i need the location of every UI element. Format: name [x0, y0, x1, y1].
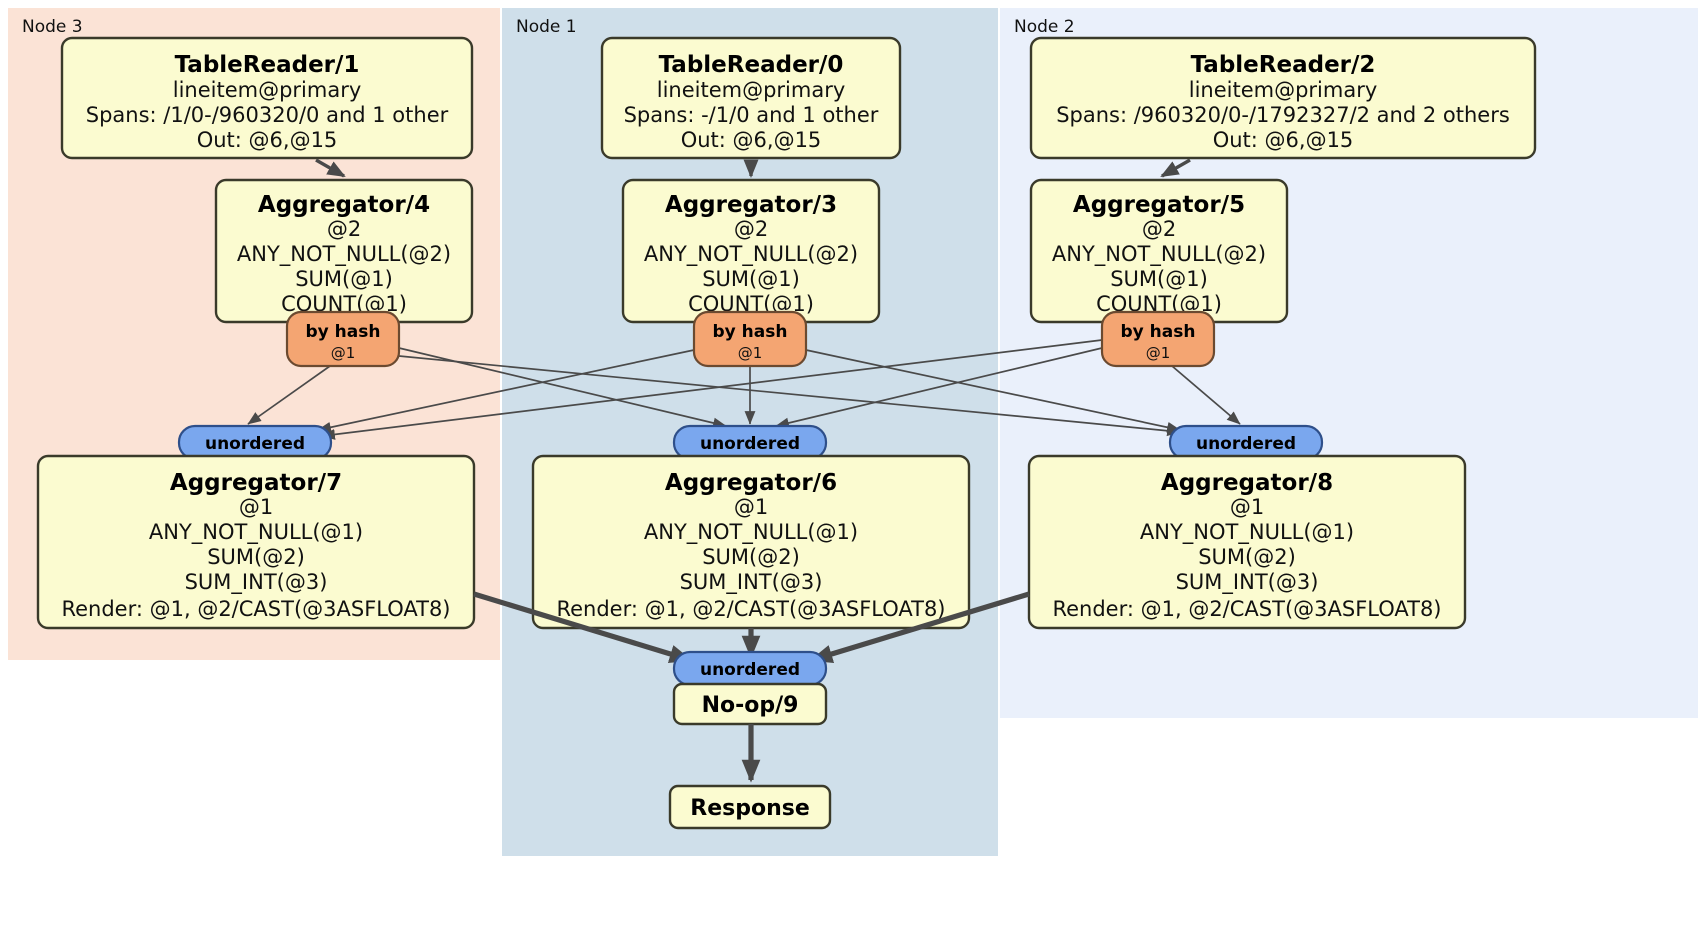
- edge-byhash5-unordered8: [1171, 365, 1241, 425]
- unordered9-label: unordered: [700, 660, 800, 680]
- unordered6-label: unordered: [700, 434, 800, 454]
- node-tablereader0[interactable]: TableReader/0 lineitem@primary Spans: -/…: [600, 36, 902, 160]
- aggregator4-line-2: SUM(@1): [295, 267, 393, 291]
- node-unordered-aggregator8[interactable]: unordered: [1168, 424, 1324, 461]
- node-response[interactable]: Response: [668, 784, 832, 830]
- panel-label-node2: Node 2: [1014, 17, 1075, 37]
- node-tablereader2[interactable]: TableReader/2 lineitem@primary Spans: /9…: [1029, 36, 1537, 160]
- node-aggregator3[interactable]: Aggregator/3 @2 ANY_NOT_NULL(@2) SUM(@1)…: [621, 178, 881, 324]
- aggregator6-line-0: @1: [734, 495, 768, 519]
- node-unordered-noop9[interactable]: unordered: [672, 650, 828, 687]
- edge-byhash4-unordered7: [247, 365, 331, 425]
- node-noop9[interactable]: No-op/9: [672, 682, 828, 726]
- aggregator8-line-0: @1: [1230, 495, 1264, 519]
- aggregator8-line-4: Render: @1, @2/CAST(@3ASFLOAT8): [1052, 597, 1441, 621]
- aggregator5-line-0: @2: [1142, 217, 1176, 241]
- edge-byhash5-unordered6: [775, 347, 1103, 429]
- aggregator3-title: Aggregator/3: [665, 192, 837, 218]
- node-byhash-aggregator5[interactable]: by hash @1: [1100, 310, 1216, 368]
- edge-aggregator7-unordered9: [473, 591, 693, 664]
- aggregator3-line-2: SUM(@1): [702, 267, 800, 291]
- byhash3-sub: @1: [738, 344, 763, 362]
- tablereader2-title: TableReader/2: [1191, 52, 1376, 78]
- node-aggregator7[interactable]: Aggregator/7 @1 ANY_NOT_NULL(@1) SUM(@2)…: [36, 454, 476, 630]
- aggregator5-line-1: ANY_NOT_NULL(@2): [1052, 242, 1266, 267]
- aggregator8-title: Aggregator/8: [1161, 470, 1333, 496]
- aggregator7-line-3: SUM_INT(@3): [185, 570, 328, 595]
- edge-tablereader1-aggregator4: [315, 158, 346, 178]
- node-aggregator5[interactable]: Aggregator/5 @2 ANY_NOT_NULL(@2) SUM(@1)…: [1029, 178, 1289, 324]
- edge-byhash4-unordered8: [398, 355, 1181, 437]
- aggregator5-title: Aggregator/5: [1073, 192, 1245, 218]
- node-unordered-aggregator7[interactable]: unordered: [177, 424, 333, 461]
- tablereader2-line-0: lineitem@primary: [1189, 78, 1378, 102]
- tablereader0-line-2: Out: @6,@15: [681, 128, 822, 152]
- tablereader2-line-1: Spans: /960320/0-/1792327/2 and 2 others: [1056, 103, 1510, 127]
- aggregator7-line-2: SUM(@2): [207, 545, 305, 569]
- aggregator6-line-1: ANY_NOT_NULL(@1): [644, 520, 858, 545]
- aggregator3-line-0: @2: [734, 217, 768, 241]
- byhash5-sub: @1: [1146, 344, 1171, 362]
- aggregator6-line-2: SUM(@2): [702, 545, 800, 569]
- byhash3-label: by hash: [713, 322, 788, 342]
- aggregator6-line-4: Render: @1, @2/CAST(@3ASFLOAT8): [556, 597, 945, 621]
- byhash4-label: by hash: [306, 322, 381, 342]
- node-aggregator6[interactable]: Aggregator/6 @1 ANY_NOT_NULL(@1) SUM(@2)…: [531, 454, 971, 630]
- aggregator4-line-0: @2: [327, 217, 361, 241]
- edge-byhash3-unordered7: [317, 349, 695, 433]
- tablereader1-line-0: lineitem@primary: [173, 78, 362, 102]
- aggregator4-line-1: ANY_NOT_NULL(@2): [237, 242, 451, 267]
- tablereader1-title: TableReader/1: [175, 52, 360, 78]
- node-byhash-aggregator4[interactable]: by hash @1: [285, 310, 401, 368]
- aggregator5-line-2: SUM(@1): [1110, 267, 1208, 291]
- aggregator8-line-3: SUM_INT(@3): [1176, 570, 1319, 595]
- unordered7-label: unordered: [205, 434, 305, 454]
- aggregator7-line-0: @1: [239, 495, 273, 519]
- aggregator7-line-4: Render: @1, @2/CAST(@3ASFLOAT8): [61, 597, 450, 621]
- edge-byhash5-unordered7: [321, 339, 1103, 440]
- node-aggregator4[interactable]: Aggregator/4 @2 ANY_NOT_NULL(@2) SUM(@1)…: [214, 178, 474, 324]
- response-title: Response: [690, 796, 810, 821]
- aggregator4-title: Aggregator/4: [258, 192, 430, 218]
- edge-tablereader2-aggregator5: [1160, 158, 1191, 178]
- aggregator7-line-1: ANY_NOT_NULL(@1): [149, 520, 363, 545]
- node-byhash-aggregator3[interactable]: by hash @1: [692, 310, 808, 368]
- aggregator8-line-1: ANY_NOT_NULL(@1): [1140, 520, 1354, 545]
- byhash4-sub: @1: [331, 344, 356, 362]
- node-aggregator8[interactable]: Aggregator/8 @1 ANY_NOT_NULL(@1) SUM(@2)…: [1027, 454, 1467, 630]
- aggregator6-line-3: SUM_INT(@3): [680, 570, 823, 595]
- aggregator8-line-2: SUM(@2): [1198, 545, 1296, 569]
- tablereader1-line-1: Spans: /1/0-/960320/0 and 1 other: [86, 103, 449, 127]
- node-unordered-aggregator6[interactable]: unordered: [672, 424, 828, 461]
- edges-mesh: [247, 339, 1241, 440]
- node-tablereader1[interactable]: TableReader/1 lineitem@primary Spans: /1…: [60, 36, 474, 160]
- edge-byhash3-unordered8: [805, 349, 1181, 433]
- aggregator3-line-1: ANY_NOT_NULL(@2): [644, 242, 858, 267]
- tablereader0-line-0: lineitem@primary: [657, 78, 846, 102]
- panel-label-node3: Node 3: [22, 17, 83, 37]
- panel-label-node1: Node 1: [516, 17, 577, 37]
- byhash5-label: by hash: [1121, 322, 1196, 342]
- unordered8-label: unordered: [1196, 434, 1296, 454]
- tablereader2-line-2: Out: @6,@15: [1213, 128, 1354, 152]
- edge-aggregator8-unordered9: [809, 591, 1030, 664]
- tablereader0-title: TableReader/0: [659, 52, 844, 78]
- aggregator6-title: Aggregator/6: [665, 470, 837, 496]
- aggregator7-title: Aggregator/7: [170, 470, 342, 496]
- tablereader0-line-1: Spans: -/1/0 and 1 other: [624, 103, 879, 127]
- tablereader1-line-2: Out: @6,@15: [197, 128, 338, 152]
- noop9-title: No-op/9: [702, 693, 799, 718]
